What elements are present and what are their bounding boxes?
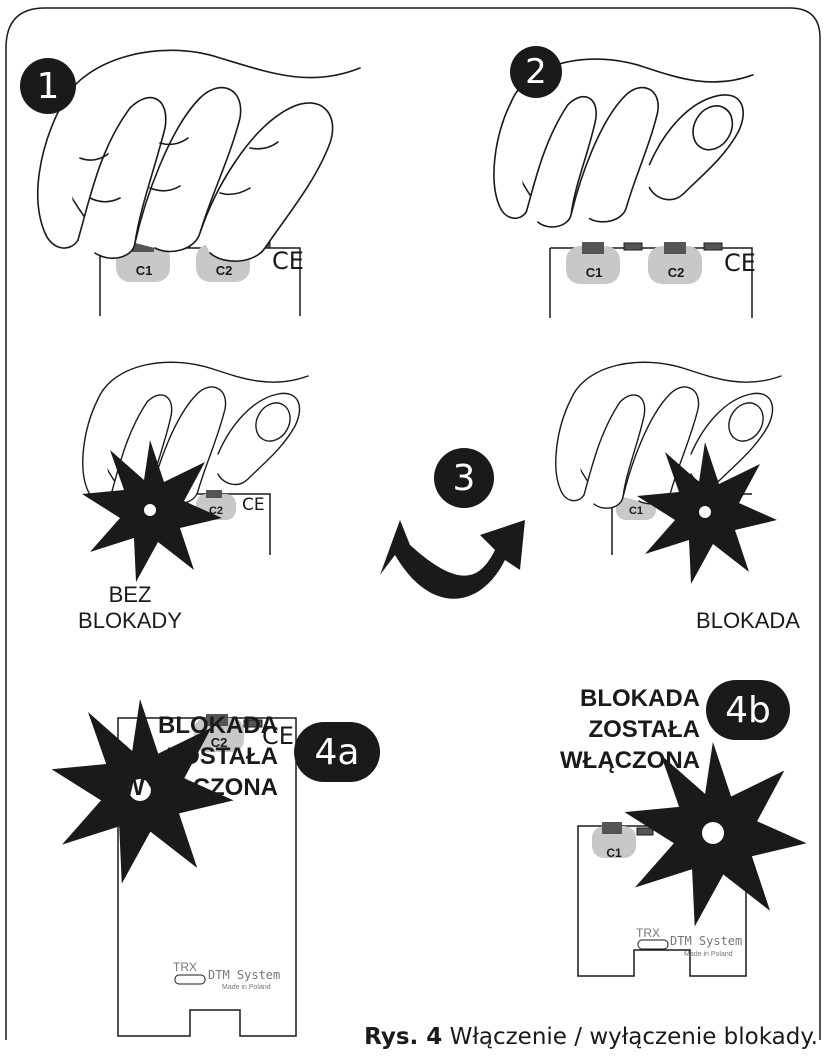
step-1-badge: 1: [20, 58, 76, 114]
lock-label: BLOKADA: [688, 608, 808, 634]
c1-label: C1: [600, 846, 628, 860]
lock-on-line-2: ZOSTAŁA: [520, 714, 700, 745]
c2-label: C2: [210, 263, 238, 278]
made-label: Made in Poland: [222, 984, 271, 991]
ce-mark: CE: [272, 247, 304, 275]
step-1-hand: [38, 50, 360, 261]
lock-on-line-3: WŁĄCZONA: [520, 745, 700, 776]
no-lock-line-1: BEZ: [55, 582, 205, 608]
trx-label: TRX: [173, 960, 197, 974]
step-4a-badge: 4a: [294, 722, 380, 782]
trx-label: TRX: [636, 926, 660, 940]
step-3-left-hand: [83, 362, 308, 508]
step-3-badge: 3: [434, 448, 494, 508]
brand-label: DTM System: [670, 934, 742, 948]
c1-label: C1: [130, 263, 158, 278]
figure-ref: Rys. 4: [364, 1024, 442, 1050]
lock-on-label: BLOKADA ZOSTAŁA WŁĄCZONA: [520, 683, 700, 776]
no-lock-label: BEZ BLOKADY: [55, 582, 205, 634]
lock-on-line-1: BLOKADA: [520, 683, 700, 714]
ce-mark: CE: [724, 249, 756, 277]
ce-mark: CE: [242, 495, 265, 515]
brand-label: DTM System: [208, 968, 280, 982]
lock-off-label: BLOKADA ZOSTAŁA WYŁĄCZONA: [90, 710, 278, 803]
c2-label: C2: [202, 505, 230, 517]
c1-label: C1: [622, 505, 650, 517]
step-2-badge: 2: [510, 46, 562, 98]
no-lock-line-2: BLOKADY: [55, 608, 205, 634]
made-label: Made in Poland: [684, 951, 733, 958]
c1-label: C1: [580, 265, 608, 280]
figure-caption: Rys. 4 Włączenie / wyłączenie blokady.: [364, 1024, 818, 1050]
lock-off-line-3: WYŁĄCZONA: [90, 772, 278, 803]
step-4b-badge: 4b: [706, 680, 790, 740]
figure-caption-text: Włączenie / wyłączenie blokady.: [450, 1024, 818, 1050]
lock-off-line-2: ZOSTAŁA: [90, 741, 278, 772]
c2-label: C2: [662, 265, 690, 280]
lock-off-line-1: BLOKADA: [90, 710, 278, 741]
toggle-arrow-icon: [380, 520, 525, 599]
step-2-board: [550, 242, 752, 318]
